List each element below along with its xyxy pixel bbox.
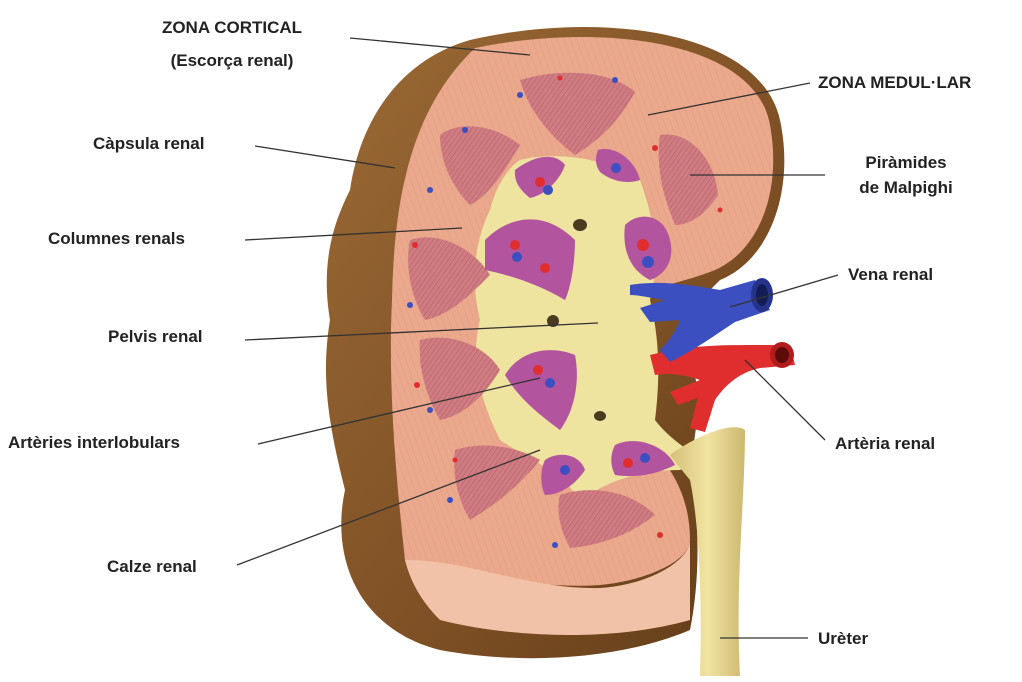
label-vena-renal: Vena renal	[848, 264, 933, 286]
label-pelvis-renal: Pelvis renal	[108, 326, 203, 348]
label-escorca-renal: (Escorça renal)	[127, 50, 337, 72]
label-columnes-renals: Columnes renals	[48, 228, 185, 250]
label-zona-medullar: ZONA MEDUL·LAR	[818, 72, 971, 94]
pelvis-hole	[573, 219, 587, 231]
leader-line	[745, 360, 825, 440]
pelvis-hole	[594, 411, 606, 421]
label-calze-renal: Calze renal	[107, 556, 197, 578]
label-zona-cortical: ZONA CORTICAL	[127, 17, 337, 39]
label-capsula-renal: Càpsula renal	[93, 133, 205, 155]
label-arteria-renal: Artèria renal	[835, 433, 935, 455]
label-ureter: Urèter	[818, 628, 868, 650]
label-arteries-interlobulars: Artèries interlobulars	[8, 432, 180, 454]
label-de-malpighi: de Malpighi	[836, 177, 976, 199]
label-piramides: Piràmides	[836, 152, 976, 174]
